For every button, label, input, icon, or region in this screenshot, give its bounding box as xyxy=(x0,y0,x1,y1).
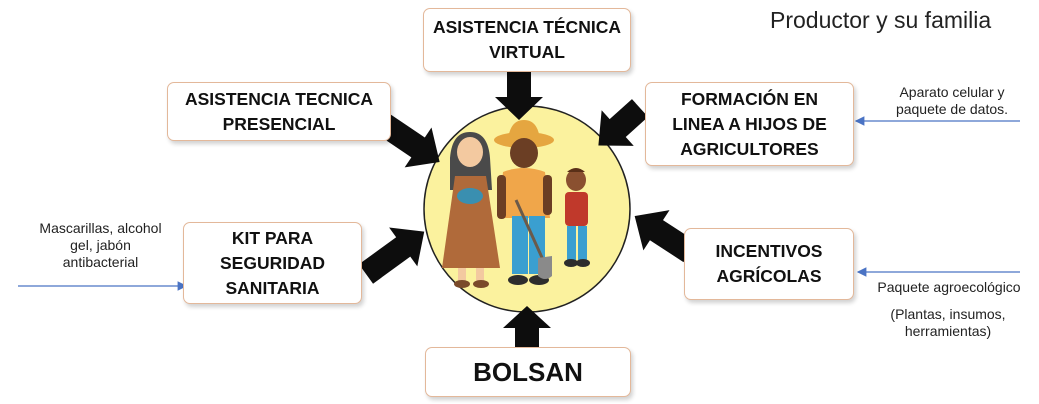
arrow-from-incentivos xyxy=(634,210,697,263)
box-asistencia-virtual: ASISTENCIA TÉCNICA VIRTUAL xyxy=(423,8,631,72)
note-paquete: Paquete agroecológico xyxy=(877,279,1021,295)
arrow-from-kit xyxy=(358,227,425,284)
diagram-title: Productor y su familia xyxy=(770,7,992,33)
box-asistencia-presencial: ASISTENCIA TECNICA PRESENCIAL xyxy=(167,82,391,141)
family-illustration xyxy=(442,120,590,288)
arrow-from-virtual xyxy=(495,72,543,120)
note-mascarillas: Mascarillas, alcohol gel, jabón antibact… xyxy=(39,220,162,270)
box-kit-seguridad: KIT PARA SEGURIDAD SANITARIA xyxy=(183,222,362,304)
arrow-from-bolsan xyxy=(503,306,551,350)
box-formacion-linea: FORMACIÓN EN LINEA A HIJOS DE AGRICULTOR… xyxy=(645,82,854,166)
note-celular: Aparato celular y paquete de datos. xyxy=(895,84,1009,117)
arrow-from-formacion xyxy=(598,99,649,146)
child-figure xyxy=(564,168,590,267)
box-bolsan: BOLSAN xyxy=(425,347,631,397)
box-incentivos-agricolas: INCENTIVOS AGRÍCOLAS xyxy=(684,228,854,300)
man-figure xyxy=(494,120,554,285)
woman-figure xyxy=(442,132,500,288)
note-plantas: (Plantas, insumos, herramientas) xyxy=(890,306,1006,339)
